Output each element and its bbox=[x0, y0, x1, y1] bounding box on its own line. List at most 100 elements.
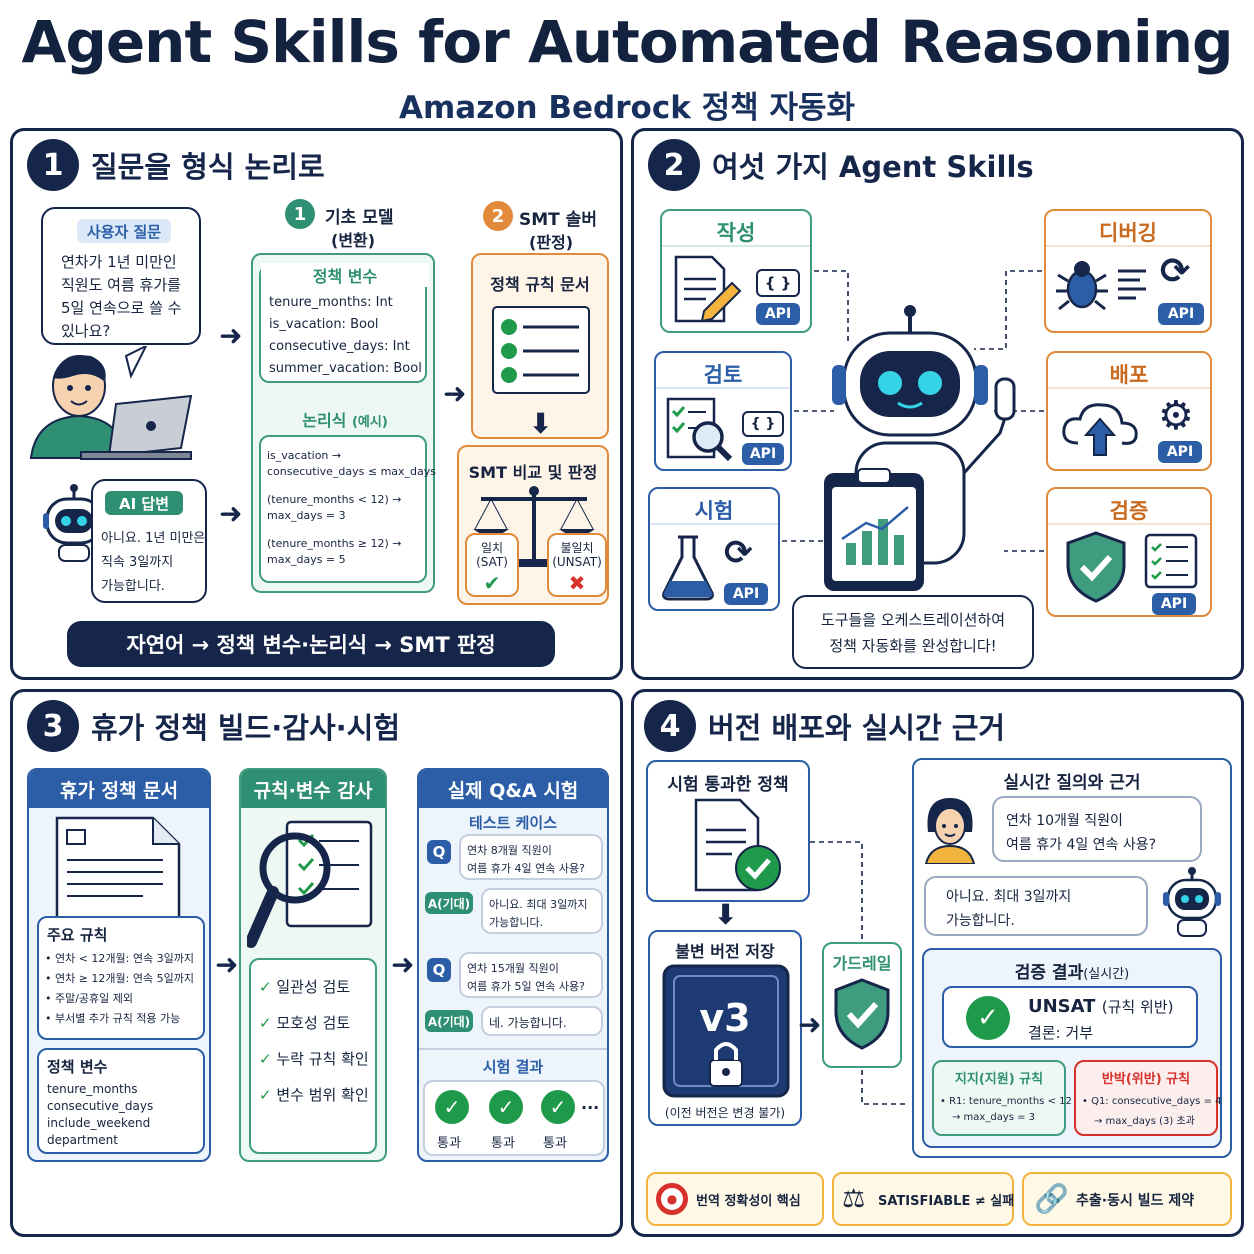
skill-authoring-label: 작성 bbox=[716, 221, 756, 245]
api-badge: API bbox=[756, 303, 800, 325]
api-badge: API bbox=[1158, 303, 1204, 325]
panel-2-title: 여섯 가지 Agent Skills bbox=[712, 150, 1034, 184]
passed-policy-box: 시험 통과한 정책 bbox=[646, 760, 810, 902]
target-icon: ● bbox=[656, 1183, 688, 1215]
test-cases-title: 테스트 케이스 bbox=[468, 814, 558, 832]
smt-compare-title: SMT 비교 및 판정 bbox=[468, 463, 598, 482]
bot-a-line-1: 아니요. 최대 3일까지 bbox=[946, 889, 1072, 905]
note-satisfiable-text: SATISFIABLE ≠ 실패 bbox=[878, 1194, 1015, 1209]
checklist-icon bbox=[1144, 533, 1198, 589]
document-pencil-icon bbox=[674, 255, 742, 323]
live-query-title: 실시간 질의와 근거 bbox=[1003, 773, 1141, 793]
logic-line-3: (tenure_months < 12) → bbox=[267, 493, 402, 506]
scale-icon: ⚖ bbox=[842, 1184, 866, 1214]
immutable-version-box: 불변 버전 저장 v3 (이전 버전은 변경 불가) bbox=[648, 930, 802, 1126]
rule-3: • 주말/공휴일 제외 bbox=[45, 992, 134, 1005]
audit-list-box: ✓ 일관성 검토 ✓ 모호성 검토 ✓ 누락 규칙 확인 ✓ 변수 범위 확인 bbox=[249, 958, 377, 1154]
test-answer-1: 아니요. 최대 3일까지 가능합니다. bbox=[481, 888, 603, 934]
q1-line-1: 연차 8개월 직원이 bbox=[467, 844, 552, 857]
logic-line-2: consecutive_days ≤ max_days bbox=[267, 465, 437, 478]
panel-4-title: 버전 배포와 실시간 근거 bbox=[708, 711, 1006, 745]
check-circle-icon: ✓ bbox=[259, 1050, 272, 1068]
unsat-label: UNSAT (규칙 위반) bbox=[1028, 996, 1174, 1017]
note-extraction: 🔗 추출·동시 빌드 제약 bbox=[1022, 1172, 1232, 1226]
bug-icon bbox=[1056, 261, 1108, 311]
panel-4-number: 4 bbox=[644, 700, 696, 752]
check-circle-icon: ✓ bbox=[259, 1086, 272, 1104]
api-badge: API bbox=[724, 583, 768, 605]
user-avatar-icon bbox=[924, 798, 976, 864]
arrow-right-icon: ➜ bbox=[443, 377, 467, 410]
qa-test-column: 실제 Q&A 시험 테스트 케이스 Q 연차 8개월 직원이 여름 휴가 4일 … bbox=[417, 768, 609, 1162]
immutable-note: (이전 버전은 변경 불가) bbox=[664, 1106, 786, 1120]
skill-debugging-label: 디버깅 bbox=[1099, 221, 1157, 245]
step-1-sub: (변환) bbox=[331, 231, 376, 250]
question-line-3: 5일 연속으로 쓸 수 bbox=[61, 299, 182, 317]
panel-3: 3 휴가 정책 빌드·감사·시험 휴가 정책 문서 주요 규칙 • 연차 < 1… bbox=[10, 689, 623, 1237]
logic-line-6: max_days = 5 bbox=[267, 553, 346, 566]
policy-variables-box: 정책 변수 tenure_months: Int is_vacation: Bo… bbox=[259, 263, 429, 383]
policy-doc-box: 정책 규칙 문서 bbox=[471, 253, 609, 439]
arrow-right-icon: ➜ bbox=[391, 948, 415, 981]
question-line-2: 직원도 여름 휴가를 bbox=[61, 276, 181, 294]
step-1-number: 1 bbox=[285, 199, 315, 229]
arrow-right-icon: ➜ bbox=[798, 1008, 822, 1041]
live-query-box: 실시간 질의와 근거 연차 10개월 직원이 여름 휴가 4일 연속 사용? 아… bbox=[912, 758, 1232, 1158]
q2-line-1: 연차 15개월 직원이 bbox=[467, 962, 559, 975]
a-badge: A(기대) bbox=[425, 892, 473, 914]
supporting-rules-box: 지지(지원) 규칙 • R1: tenure_months < 12 → max… bbox=[932, 1060, 1072, 1136]
conflict-line-2: → max_days (3) 초과 bbox=[1094, 1116, 1195, 1127]
var-1: tenure_months: Int bbox=[269, 295, 393, 310]
doc-var-4: department bbox=[47, 1133, 118, 1147]
doc-variables-box: 정책 변수 tenure_months consecutive_days inc… bbox=[37, 1048, 205, 1154]
policy-doc-title: 정책 규칙 문서 bbox=[490, 275, 590, 294]
guardrail-title: 가드레일 bbox=[832, 954, 892, 973]
policy-doc-header: 휴가 정책 문서 bbox=[29, 770, 209, 808]
policy-variables-title: 정책 변수 bbox=[261, 263, 429, 287]
rule-4: • 부서별 추가 규칙 적용 가능 bbox=[45, 1012, 181, 1025]
panel-2-header: 2 여섯 가지 Agent Skills bbox=[648, 139, 1034, 191]
test-results-box: ✓ 통과 ✓ 통과 ✓ 통과 ... bbox=[423, 1080, 605, 1156]
q2-line-2: 여름 휴가 5일 연속 사용? bbox=[467, 980, 585, 993]
pass-check-icon: ✓ bbox=[541, 1090, 575, 1124]
pass-label-3: 통과 bbox=[543, 1136, 567, 1151]
immutable-title: 불변 버전 저장 bbox=[675, 942, 775, 961]
skill-review-label: 검토 bbox=[703, 363, 743, 387]
bubble-line-1: 도구들을 오케스트레이션하여 bbox=[820, 611, 1006, 629]
bot-a-line-2: 가능합니다. bbox=[946, 913, 1015, 929]
policy-doc-column: 휴가 정책 문서 주요 규칙 • 연차 < 12개월: 연속 3일까지 • 연차… bbox=[27, 768, 211, 1162]
orchestration-bubble: 도구들을 오케스트레이션하여 정책 자동화를 완성합니다! bbox=[792, 595, 1034, 669]
answer-line-3: 가능합니다. bbox=[101, 579, 165, 594]
check-circle-icon: ✓ bbox=[966, 996, 1010, 1040]
document-check-icon bbox=[694, 798, 781, 892]
bot-avatar-icon bbox=[1163, 867, 1221, 937]
skill-test-label: 시험 bbox=[694, 499, 734, 523]
user-q-line-2: 여름 휴가 4일 연속 사용? bbox=[1006, 837, 1157, 853]
note-translation-text: 번역 정확성이 핵심 bbox=[696, 1194, 801, 1209]
checklist-icon bbox=[492, 306, 590, 394]
cloud-upload-icon bbox=[1062, 403, 1138, 456]
panel-1-title: 질문을 형식 논리로 bbox=[91, 150, 325, 184]
passed-policy-title: 시험 통과한 정책 bbox=[667, 775, 789, 795]
key-rules-title: 주요 규칙 bbox=[47, 926, 108, 944]
note-extraction-text: 추출·동시 빌드 제약 bbox=[1076, 1193, 1195, 1209]
review-magnifier-icon bbox=[666, 397, 733, 462]
var-4: summer_vacation: Bool bbox=[269, 361, 422, 376]
skill-test: 시험 ⟳ API bbox=[648, 487, 780, 611]
key-rules-box: 주요 규칙 • 연차 < 12개월: 연속 3일까지 • 연차 ≥ 12개월: … bbox=[37, 916, 205, 1040]
user-question-bubble: 사용자 질문 연차가 1년 미만인 직원도 여름 휴가를 5일 연속으로 쓸 수… bbox=[41, 207, 201, 345]
skill-verify: 검증 API bbox=[1046, 487, 1212, 617]
cross-icon: ✖ bbox=[568, 571, 586, 595]
link-icon: 🔗 bbox=[1034, 1182, 1069, 1215]
test-results-title: 시험 결과 bbox=[482, 1058, 544, 1076]
supporting-rules-title: 지지(지원) 규칙 bbox=[954, 1072, 1044, 1087]
code-braces-icon: { } bbox=[742, 411, 784, 437]
support-line-2: → max_days = 3 bbox=[952, 1112, 1036, 1123]
bot-answer-bubble: 아니요. 최대 3일까지 가능합니다. bbox=[924, 876, 1148, 936]
panel-4: 4 버전 배포와 실시간 근거 시험 통과한 정책 ⬇ 불변 버전 저장 v3 … bbox=[631, 689, 1244, 1237]
audit-item-1: ✓ 일관성 검토 bbox=[259, 978, 351, 996]
audit-item-4: ✓ 변수 범위 확인 bbox=[259, 1086, 369, 1104]
log-lines-icon bbox=[1118, 269, 1146, 300]
arrow-right-icon: ➜ bbox=[219, 319, 243, 352]
logic-line-1: is_vacation → bbox=[267, 449, 342, 462]
